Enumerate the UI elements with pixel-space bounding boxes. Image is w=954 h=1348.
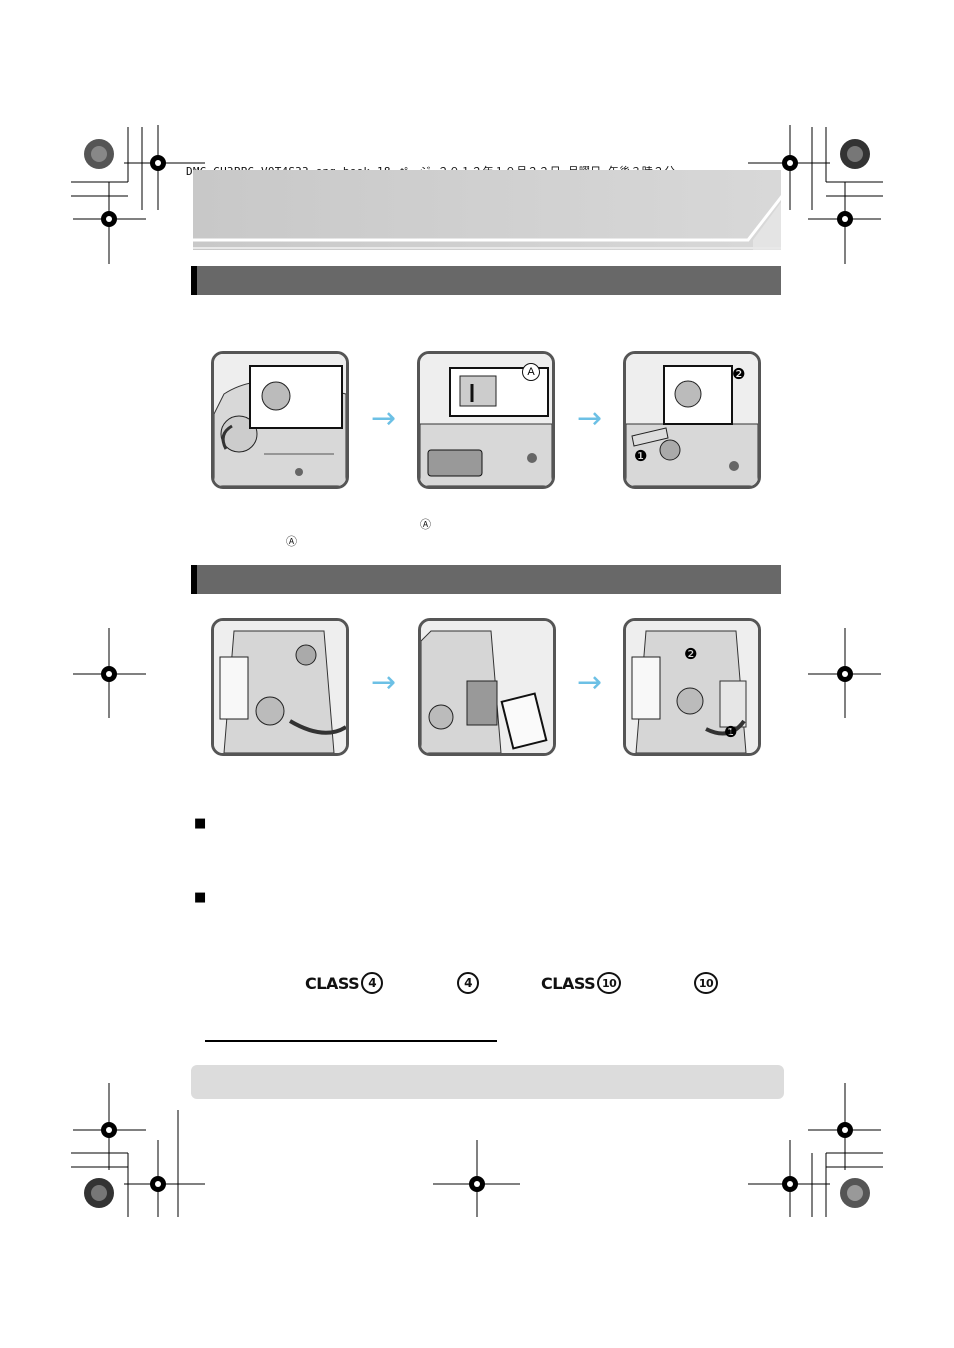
class-4-ring: 4 (361, 972, 384, 994)
step-arrow: → (577, 665, 603, 700)
step-arrow: → (371, 665, 397, 700)
step-arrow: → (371, 401, 397, 436)
marker-a-text: A (527, 366, 535, 378)
uhs-4-number: 4 (464, 976, 472, 990)
uhs-4-logo: 4 (455, 972, 479, 994)
card-step-3-illustration: ❷ ❶ (623, 618, 761, 756)
sd-class-4-logo: CLASS 4 (305, 972, 384, 994)
header-banner (193, 170, 781, 250)
marker-a-badge: A (522, 363, 540, 381)
class-10-ring: 10 (597, 972, 622, 994)
class-10-number: 10 (602, 976, 617, 990)
uhs-4-ring: 4 (457, 972, 479, 994)
class-4-text: CLASS (305, 973, 360, 993)
step-arrow: → (577, 401, 603, 436)
step-1-marker: ❶ (634, 447, 648, 465)
class-10-text: CLASS (541, 973, 596, 993)
note-box (191, 1065, 784, 1099)
caption-marker-a: Ⓐ (420, 518, 431, 531)
uhs-10-ring: 10 (694, 972, 718, 994)
section-bar-card (191, 565, 781, 594)
class-4-number: 4 (368, 976, 377, 990)
bullet-marker: ■ (194, 890, 207, 905)
bullet-marker: ■ (194, 816, 207, 831)
battery-step-1-illustration (211, 351, 349, 489)
section-bar-battery (191, 266, 781, 295)
caption-marker-a: Ⓐ (286, 535, 297, 548)
footnote-rule (205, 1040, 497, 1042)
card-step-1-illustration (211, 618, 349, 756)
step-2-marker: ❷ (732, 365, 746, 383)
card-step-2-illustration (418, 618, 556, 756)
uhs-10-number: 10 (698, 976, 714, 990)
step-1-marker: ❶ (724, 723, 738, 741)
sd-class-10-logo: CLASS 10 (541, 972, 622, 994)
step-2-marker: ❷ (684, 645, 698, 663)
uhs-10-logo: 10 (692, 972, 718, 994)
battery-step-3-illustration: ❷ ❶ (623, 351, 761, 489)
battery-step-2-illustration: A (417, 351, 555, 489)
